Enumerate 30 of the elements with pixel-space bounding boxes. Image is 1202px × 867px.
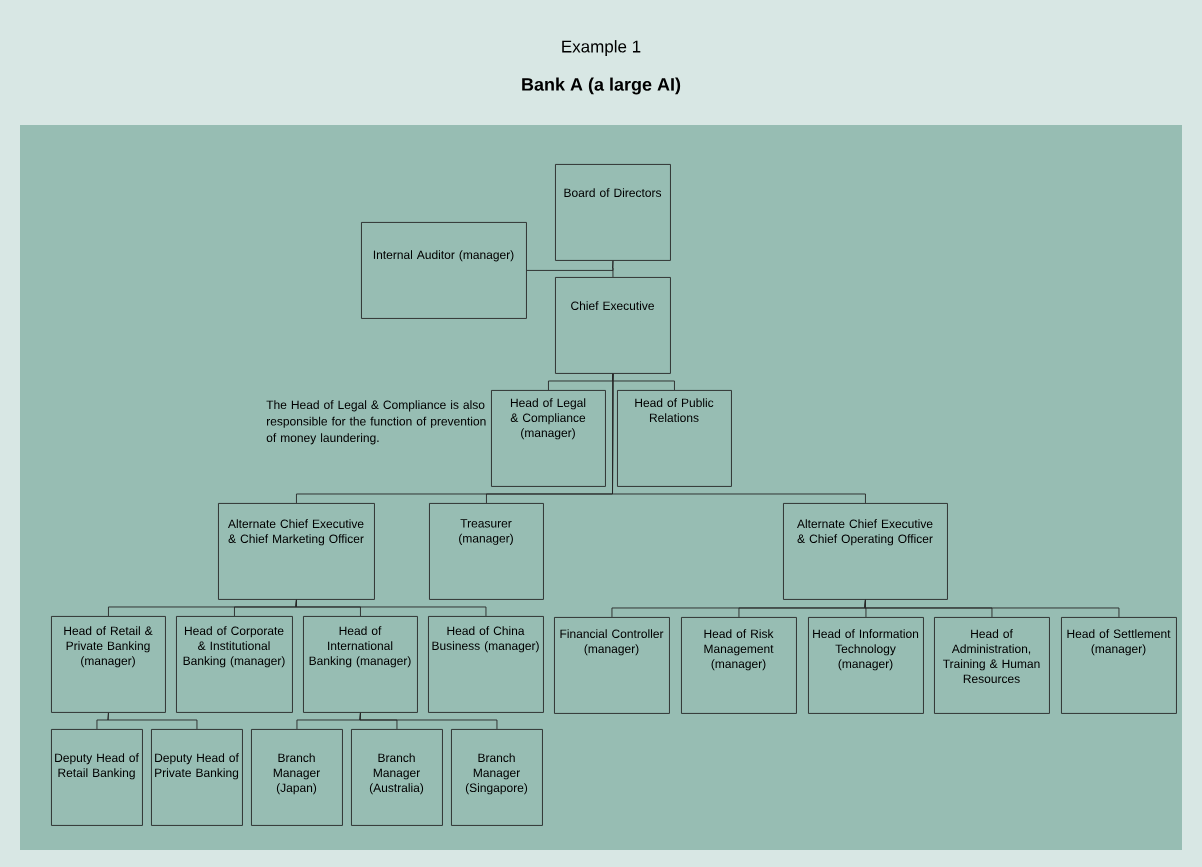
connector-line xyxy=(612,373,866,504)
connector-line xyxy=(526,260,614,271)
org-box: Internal Auditor (manager) xyxy=(361,222,527,319)
org-box: Head of Public Relations xyxy=(617,390,732,487)
org-box: Deputy Head of Private Banking xyxy=(151,729,243,826)
org-box: Alternate Chief Executive & Chief Marketing Officer xyxy=(218,503,375,600)
connector-line xyxy=(107,712,198,730)
org-box: Head of Settlement (manager) xyxy=(1061,617,1177,714)
org-box: Branch Manager (Japan) xyxy=(251,729,343,826)
org-box: Head of Risk Management (manager) xyxy=(681,617,797,714)
org-box: Branch Manager (Singapore) xyxy=(451,729,543,826)
org-box: Board of Directors xyxy=(555,164,671,261)
heading: Example 1 xyxy=(562,40,641,56)
org-box: Head of Corporate & Institutional Banking (manager) xyxy=(176,616,293,713)
connector-line xyxy=(295,599,487,617)
org-box: Head of International Banking (manager) xyxy=(303,616,418,713)
org-box: Financial Controller (manager) xyxy=(554,617,670,714)
org-box: Head of Information Technology (manager) xyxy=(808,617,924,714)
org-box: Head of Administration, Training & Human Resources xyxy=(934,617,1050,714)
title: Bank A (a large AI) xyxy=(522,77,681,95)
org-box: Treasurer (manager) xyxy=(429,503,544,600)
org-box: Deputy Head of Retail Banking xyxy=(51,729,143,826)
org-box: Branch Manager (Australia) xyxy=(351,729,443,826)
org-box: Head of Legal & Compliance (manager) xyxy=(491,390,606,487)
connector-line xyxy=(359,712,498,730)
org-box: Chief Executive xyxy=(555,277,671,374)
org-box: Head of Retail & Private Banking (manager) xyxy=(51,616,166,713)
connector-line xyxy=(864,599,1120,618)
org-box: Alternate Chief Executive & Chief Operating Officer xyxy=(783,503,948,600)
org-box: Head of China Business (manager) xyxy=(428,616,544,713)
